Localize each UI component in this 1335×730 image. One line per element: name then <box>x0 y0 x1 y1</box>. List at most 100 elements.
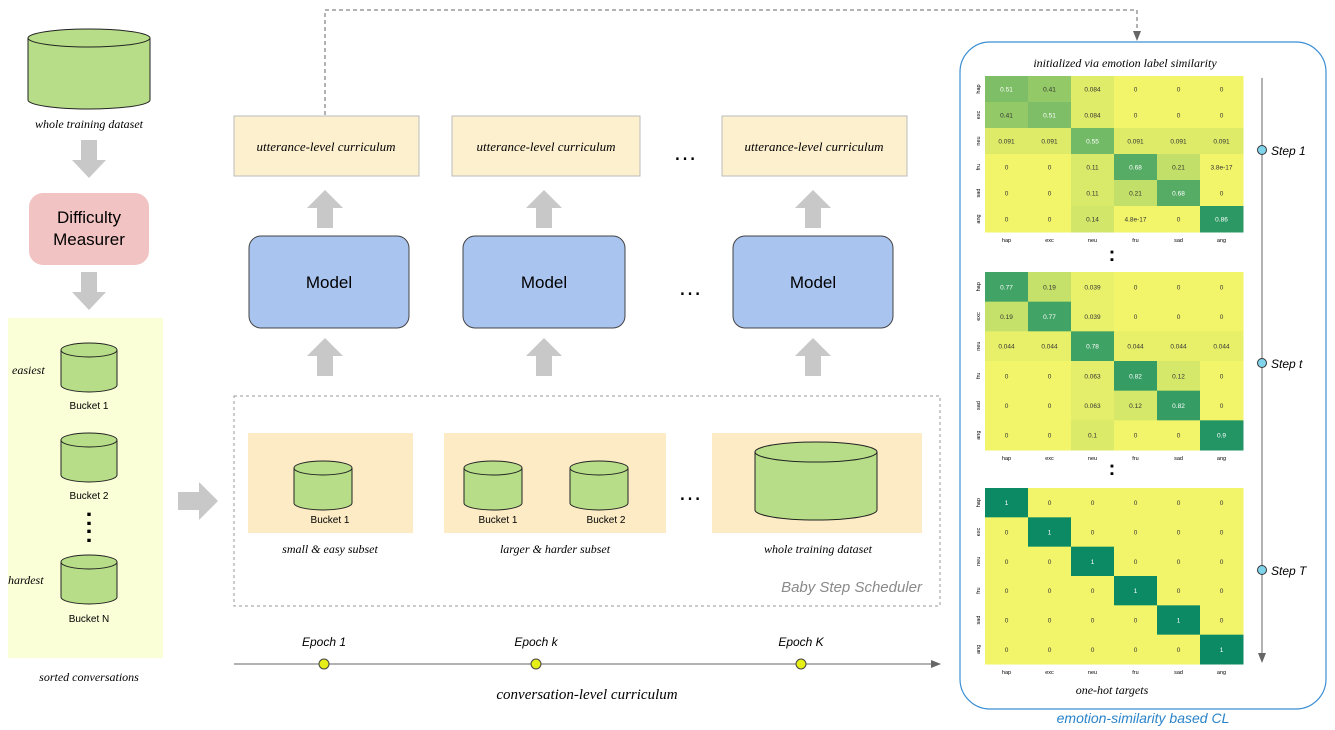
heatmap-1-cell <box>1114 180 1158 207</box>
model-box-3 <box>732 235 894 329</box>
heatmap-2-cell <box>1200 420 1244 451</box>
heatmap-3-cell-label: 0 <box>1005 559 1009 566</box>
heatmap-1-row-label: ang <box>976 214 982 223</box>
heatmap-3-cell <box>1114 634 1158 665</box>
heatmap-1-row-label: hap <box>976 84 982 93</box>
heatmap-1-cell-label: 0 <box>1134 113 1138 120</box>
bucket-2-cylinder <box>60 432 118 483</box>
heatmap-1-cell <box>1071 154 1115 181</box>
heatmap-3-cell-label: 1 <box>1177 618 1181 625</box>
heatmap-1-cell <box>1028 180 1072 207</box>
heatmap-1-cell-label: 0.091 <box>1170 139 1187 146</box>
heatmap-1-cell <box>1157 128 1201 155</box>
heatmap-2-cell-label: 0.82 <box>1129 373 1142 380</box>
heatmap-1-cell-label: 0 <box>1048 191 1052 198</box>
subset-3-whole-cylinder <box>754 441 878 521</box>
heatmap-3-cell-label: 0 <box>1134 618 1138 625</box>
heatmap-3-cell <box>985 488 1029 518</box>
heatmap-3-cell <box>1157 605 1201 636</box>
heatmap-3-cell <box>1200 634 1244 665</box>
heatmap-1-cell <box>1114 102 1158 129</box>
utterance-curriculum-box-1 <box>233 115 420 177</box>
heatmap-3-cell <box>985 546 1029 577</box>
heatmap-2-cell-label: 0 <box>1177 314 1181 321</box>
heatmap-3-cell-label: 0 <box>1005 588 1009 595</box>
heatmap-2-cell-label: 0 <box>1220 284 1224 291</box>
heatmap-3-cell-label: 0 <box>1048 647 1052 654</box>
heatmap-3-cell-label: 0 <box>1048 559 1052 566</box>
model-label-1: Model <box>306 273 352 292</box>
baby-step-scheduler-box <box>233 395 941 607</box>
heatmap-3-cell-label: 0 <box>1091 500 1095 507</box>
right-arrow-to-scheduler <box>178 482 218 520</box>
heatmap-1-cell-label: 0.11 <box>1086 165 1099 172</box>
left-vdots-top: : <box>85 504 93 531</box>
heatmap-2-cell-label: 0.063 <box>1084 403 1101 410</box>
heatmap-3-cell <box>1071 517 1115 548</box>
heatmap-2-cell-label: 0.039 <box>1084 284 1101 291</box>
heatmap-3-cell <box>1071 546 1115 577</box>
heatmap-2-row-label: neu <box>976 342 982 351</box>
heatmap-1-cell <box>1114 206 1158 233</box>
model-box-2 <box>462 235 626 329</box>
heatmap-1-cell <box>1028 76 1072 103</box>
heatmap-1-cell <box>985 154 1029 181</box>
subset-2-bucket-1-label: Bucket 1 <box>479 515 518 526</box>
heatmap-2-cell-label: 0 <box>1220 373 1224 380</box>
heatmap-3-cell <box>1200 605 1244 636</box>
heatmap-2-cell-label: 0 <box>1220 403 1224 410</box>
heatmap-1-cell-label: 4.8e-17 <box>1124 217 1146 224</box>
heatmap-1-cell-label: 0.51 <box>1043 113 1056 120</box>
right-panel: initialized via emotion label similarity… <box>959 41 1327 726</box>
heatmap-1-cell <box>985 180 1029 207</box>
heatmap-1-cell <box>1200 180 1244 207</box>
heatmap-3-cell-label: 0 <box>1220 588 1224 595</box>
heatmap-1-cell <box>1114 128 1158 155</box>
heatmap-2-cell <box>1200 301 1244 332</box>
heatmap-3-cell <box>1157 488 1201 518</box>
heatmap-1-cell-label: 0.21 <box>1129 191 1142 198</box>
heatmap-3-cell-label: 0 <box>1005 647 1009 654</box>
heatmap-2-cell-label: 0.044 <box>1213 344 1230 351</box>
heatmap-1-cell <box>1028 154 1072 181</box>
heatmap-1-cell-label: 0.091 <box>1127 139 1144 146</box>
heatmap-2-cell-label: 0 <box>1048 433 1052 440</box>
heatmap-3-row-label: hap <box>976 498 982 507</box>
step-1-label: Step 1 <box>1271 144 1306 158</box>
heatmap-3-cell-label: 0 <box>1220 530 1224 537</box>
heatmap-1-cell <box>1028 128 1072 155</box>
heatmap-2-cell-label: 0 <box>1134 433 1138 440</box>
subset-2-bucket-2-cylinder <box>569 460 629 511</box>
heatmap-3-cell-label: 0 <box>1177 530 1181 537</box>
heatmap-2-col-label: fru <box>1132 456 1138 462</box>
heatmap-2-cell-label: 0.77 <box>1000 284 1013 291</box>
up-arrow-model1-in <box>307 338 343 376</box>
heatmap-2-col-label: hap <box>1002 456 1011 462</box>
heatmap-2-cell-label: 0.77 <box>1043 314 1056 321</box>
heatmap-2-cell <box>1157 420 1201 451</box>
heatmap-2-cell-label: 0.82 <box>1172 403 1185 410</box>
heatmap-3-cell <box>1028 634 1072 665</box>
heatmap-3-cell-label: 1 <box>1048 530 1052 537</box>
heatmap-2-cell <box>1028 420 1072 451</box>
heatmap-2-cell-label: 0 <box>1048 373 1052 380</box>
down-arrow-1 <box>72 140 106 178</box>
heatmap-3-cell-label: 0 <box>1134 500 1138 507</box>
utterance-curriculum-box-2 <box>451 115 641 177</box>
heatmap-2-cell <box>1071 361 1115 392</box>
heatmap-2-cell <box>985 272 1029 303</box>
heatmap-1-cell-label: 0 <box>1177 113 1181 120</box>
down-arrow-2 <box>72 272 106 310</box>
heatmap-2-cell <box>1071 272 1115 303</box>
heatmap-1-cell <box>985 206 1029 233</box>
step-t-label: Step t <box>1271 357 1303 371</box>
step-T-node <box>1257 565 1267 575</box>
heatmap-1-col-label: neu <box>1088 238 1097 244</box>
heatmap-2-cell-label: 0 <box>1005 403 1009 410</box>
heatmap-3-cell <box>1028 517 1072 548</box>
heatmap-2-cell-label: 0 <box>1005 433 1009 440</box>
heatmap-1-cell-label: 0.091 <box>1041 139 1058 146</box>
subset-1-bucket-label: Bucket 1 <box>311 515 350 526</box>
heatmap-2-cell-label: 0 <box>1177 433 1181 440</box>
heatmap-1-cell-label: 0.084 <box>1084 113 1101 120</box>
